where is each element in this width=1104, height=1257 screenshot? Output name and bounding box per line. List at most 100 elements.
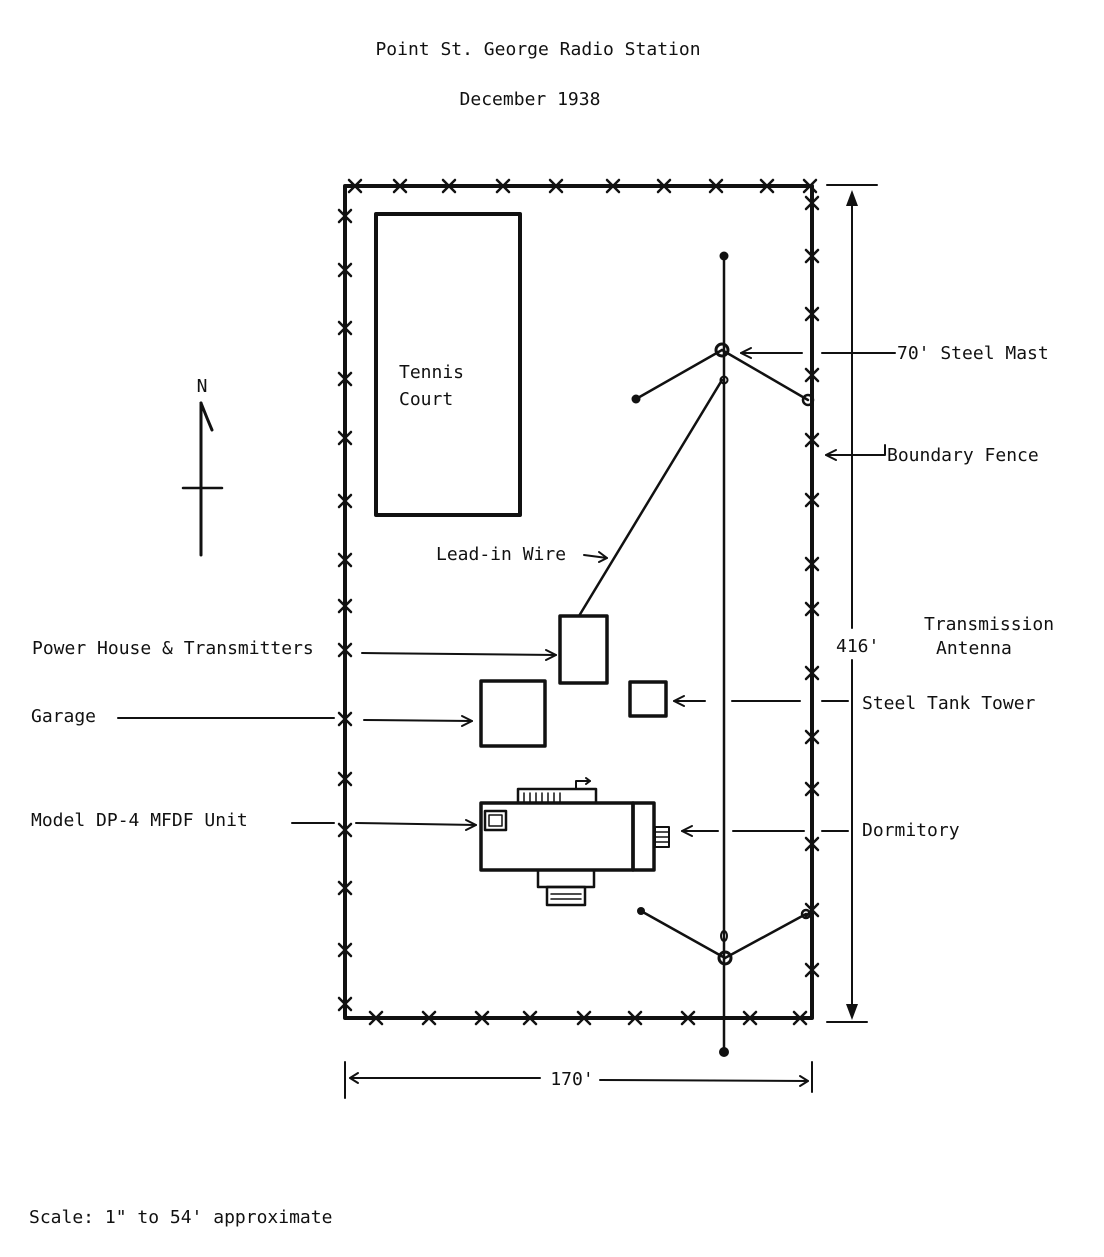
mfdf-unit-label: Model DP-4 MFDF Unit — [31, 810, 248, 831]
steel-tank-tower-label: Steel Tank Tower — [862, 693, 1036, 714]
antenna-top-anchor — [719, 251, 729, 261]
fence-x-mark — [337, 262, 353, 278]
fence-x-mark — [804, 836, 820, 852]
tennis-court — [374, 212, 522, 517]
fence-x-mark — [495, 178, 511, 194]
fence-x-mark — [337, 208, 353, 224]
fence-x-mark — [337, 822, 353, 838]
power-house — [558, 614, 609, 685]
guy-anchor — [631, 394, 641, 404]
insulator — [719, 375, 729, 385]
fence-x-mark — [337, 320, 353, 336]
fence-x-mark — [337, 371, 353, 387]
diagram-date: December 1938 — [460, 89, 601, 110]
fence-x-mark — [802, 178, 818, 194]
fence-x-mark — [627, 1010, 643, 1026]
fence-x-mark — [605, 178, 621, 194]
fence-x-mark — [804, 195, 820, 211]
arrowhead — [461, 715, 473, 727]
arrowhead — [673, 695, 685, 707]
boundary-fence-pointer — [825, 444, 886, 456]
guy-anchor — [800, 908, 812, 920]
fence-x-mark — [392, 178, 408, 194]
scale-note: Scale: 1" to 54' approximate — [29, 1207, 332, 1228]
dormitory-label: Dormitory — [862, 820, 960, 841]
power-house-pointer — [361, 652, 557, 656]
arrowhead — [465, 819, 477, 831]
fence-x-mark — [421, 1010, 437, 1026]
garage — [479, 679, 547, 748]
insulator — [720, 930, 728, 942]
fence-x-mark — [548, 178, 564, 194]
fence-x-mark — [804, 367, 820, 383]
fence-x-mark — [804, 248, 820, 264]
garage-pointer-inner — [363, 719, 473, 722]
dormitory-building — [479, 777, 670, 907]
width-dimension-label: 170' — [550, 1069, 593, 1090]
fence-x-mark — [337, 430, 353, 446]
arrowhead — [598, 551, 608, 563]
fence-x-mark — [742, 1010, 758, 1026]
height-dimension-label: 416' — [836, 636, 879, 657]
fence-x-mark — [368, 1010, 384, 1026]
fence-x-mark — [804, 306, 820, 322]
lead-in-wire-label: Lead-in Wire — [436, 544, 566, 565]
arrowhead — [825, 449, 837, 461]
fence-x-mark — [759, 178, 775, 194]
mfdf-unit-panel — [488, 814, 503, 827]
fence-x-mark — [337, 880, 353, 896]
fence-x-marks — [337, 178, 820, 1026]
guy-anchor — [801, 393, 815, 407]
tennis-court-label-1: Tennis — [399, 362, 464, 383]
fence-x-mark — [792, 1010, 808, 1026]
fence-x-mark — [347, 178, 363, 194]
north-label: N — [197, 376, 208, 397]
boundary-fence-outline — [343, 184, 814, 1020]
fence-x-mark — [804, 665, 820, 681]
steel-tank-tower — [628, 680, 668, 718]
steel-mast-south — [717, 950, 733, 966]
power-house-label: Power House & Transmitters — [32, 638, 314, 659]
fence-x-mark — [337, 598, 353, 614]
fence-x-mark — [804, 492, 820, 508]
width-dimension — [344, 1061, 813, 1099]
mfdf-unit-pointer-inner — [355, 822, 477, 826]
transmission-antenna-label-2: Antenna — [936, 638, 1012, 659]
fence-x-mark — [474, 1010, 490, 1026]
lead-in-wire — [577, 378, 724, 618]
fence-x-mark — [337, 996, 353, 1012]
arrowhead — [681, 825, 693, 837]
guy-anchor — [637, 907, 645, 915]
height-dimension — [826, 184, 878, 1023]
fence-x-mark — [337, 552, 353, 568]
tennis-court-label-2: Court — [399, 389, 453, 410]
fence-x-mark — [804, 601, 820, 617]
fence-x-mark — [441, 178, 457, 194]
fence-x-mark — [337, 771, 353, 787]
arrowhead — [545, 649, 557, 661]
garage-label: Garage — [31, 706, 96, 727]
antenna-bottom-anchor — [719, 1047, 729, 1057]
fence-x-mark — [337, 493, 353, 509]
fence-x-mark — [708, 178, 724, 194]
fence-x-mark — [656, 178, 672, 194]
fence-x-mark — [804, 962, 820, 978]
arrowhead — [740, 347, 752, 359]
lead-in-wire-pointer — [583, 554, 608, 559]
steel-mast-north — [714, 342, 730, 358]
fence-x-mark — [337, 942, 353, 958]
fence-x-mark — [337, 711, 353, 727]
fence-x-mark — [804, 432, 820, 448]
mfdf-unit — [483, 809, 508, 832]
fence-x-mark — [337, 642, 353, 658]
fence-x-mark — [576, 1010, 592, 1026]
boundary-fence-label: Boundary Fence — [887, 445, 1039, 466]
transmission-antenna — [631, 251, 815, 1057]
transmission-antenna-label-1: Transmission — [924, 614, 1054, 635]
fence-x-mark — [680, 1010, 696, 1026]
steel-mast-label: 70' Steel Mast — [897, 343, 1049, 364]
fence-x-mark — [804, 781, 820, 797]
fence-x-mark — [522, 1010, 538, 1026]
